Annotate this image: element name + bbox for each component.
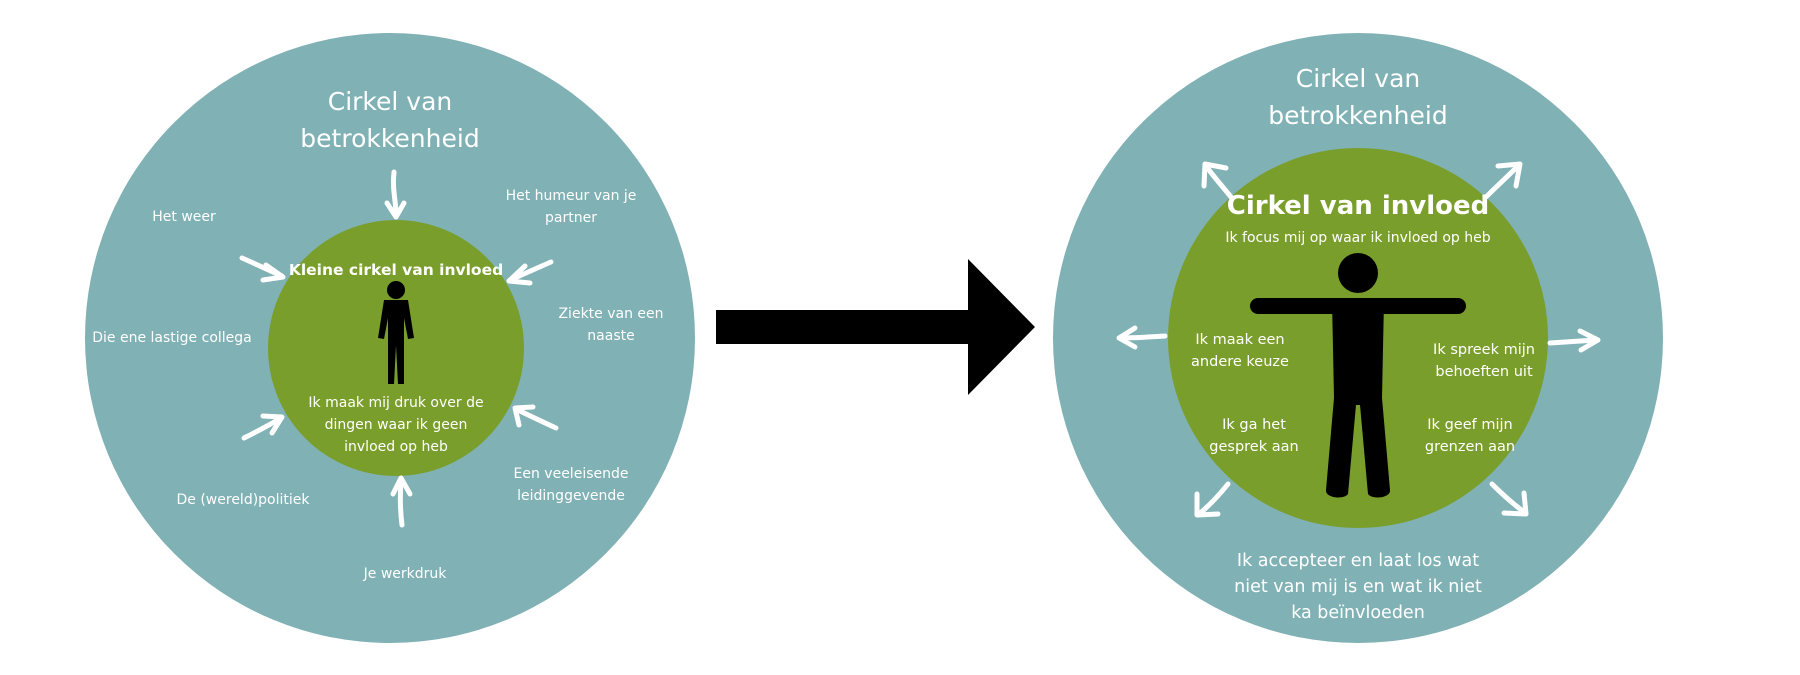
- right-bottom-text-line1: Ik accepteer en laat los wat: [1237, 551, 1479, 571]
- concern-manager-line1: Een veeleisende: [514, 466, 629, 482]
- concern-politics: De (wereld)politiek: [177, 492, 311, 508]
- inward-arrow-upper-left: [239, 255, 286, 283]
- concern-mood-line2: partner: [545, 210, 597, 226]
- concern-weather: Het weer: [152, 209, 216, 225]
- right-bottom-text-line3: ka beïnvloeden: [1291, 603, 1425, 623]
- left-outer-title-line2: betrokkenheid: [300, 124, 479, 153]
- action-boundaries-line2: grenzen aan: [1425, 439, 1515, 455]
- action-conversation-line1: Ik ga het: [1222, 417, 1286, 433]
- right-outer-title-line2: betrokkenheid: [1268, 101, 1447, 130]
- inward-arrow-lower-right: [512, 404, 559, 431]
- outward-arrow-lower-left: [1194, 481, 1231, 518]
- left-inner-circle: [268, 220, 524, 476]
- arrow-right-icon: [716, 259, 1035, 395]
- concern-manager-line2: leidinggevende: [517, 488, 625, 504]
- outward-arrow-upper-right: [1483, 161, 1523, 200]
- concern-workload: Je werkdruk: [363, 566, 448, 582]
- left-inner-text-line1: Ik maak mij druk over de: [308, 395, 483, 411]
- concern-illness-line2: naaste: [587, 328, 634, 344]
- right-bottom-text-line2: niet van mij is en wat ik niet: [1234, 577, 1482, 597]
- outward-arrow-upper-left: [1201, 161, 1234, 200]
- action-boundaries-line1: Ik geef mijn: [1427, 417, 1512, 433]
- person-icon: [378, 281, 414, 384]
- action-choice-line2: andere keuze: [1191, 354, 1289, 370]
- inward-arrow-top: [384, 169, 407, 220]
- action-conversation-line2: gesprek aan: [1209, 439, 1298, 455]
- right-outer-title-line1: Cirkel van: [1296, 64, 1421, 93]
- right-diagram: Cirkel van betrokkenheid Cirkel van invl…: [1053, 33, 1663, 643]
- right-inner-title: Cirkel van invloed: [1227, 191, 1489, 221]
- outward-arrow-right: [1547, 328, 1601, 353]
- left-inner-text-line2: dingen waar ik geen: [325, 417, 468, 433]
- right-inner-subtitle: Ik focus mij op waar ik invloed op heb: [1225, 230, 1490, 246]
- left-inner-title: Kleine cirkel van invloed: [289, 261, 503, 279]
- inward-arrow-bottom: [390, 475, 413, 528]
- inward-arrow-upper-right: [506, 259, 554, 286]
- person-arms-spread-icon: [1250, 253, 1466, 498]
- left-diagram: Cirkel van betrokkenheid Kleine cirkel v…: [85, 33, 695, 643]
- outward-arrow-lower-right: [1489, 481, 1529, 517]
- concern-mood-line1: Het humeur van je: [506, 188, 637, 204]
- concern-illness-line1: Ziekte van een: [558, 306, 663, 322]
- action-needs-line1: Ik spreek mijn: [1433, 342, 1535, 358]
- left-inner-text-line3: invloed op heb: [344, 439, 448, 455]
- action-needs-line2: behoeften uit: [1435, 364, 1533, 380]
- inward-arrow-lower-left: [241, 413, 285, 441]
- concern-colleague: Die ene lastige collega: [92, 330, 252, 346]
- action-choice-line1: Ik maak een: [1195, 332, 1284, 348]
- left-outer-title-line1: Cirkel van: [328, 87, 453, 116]
- outward-arrow-left: [1116, 325, 1168, 350]
